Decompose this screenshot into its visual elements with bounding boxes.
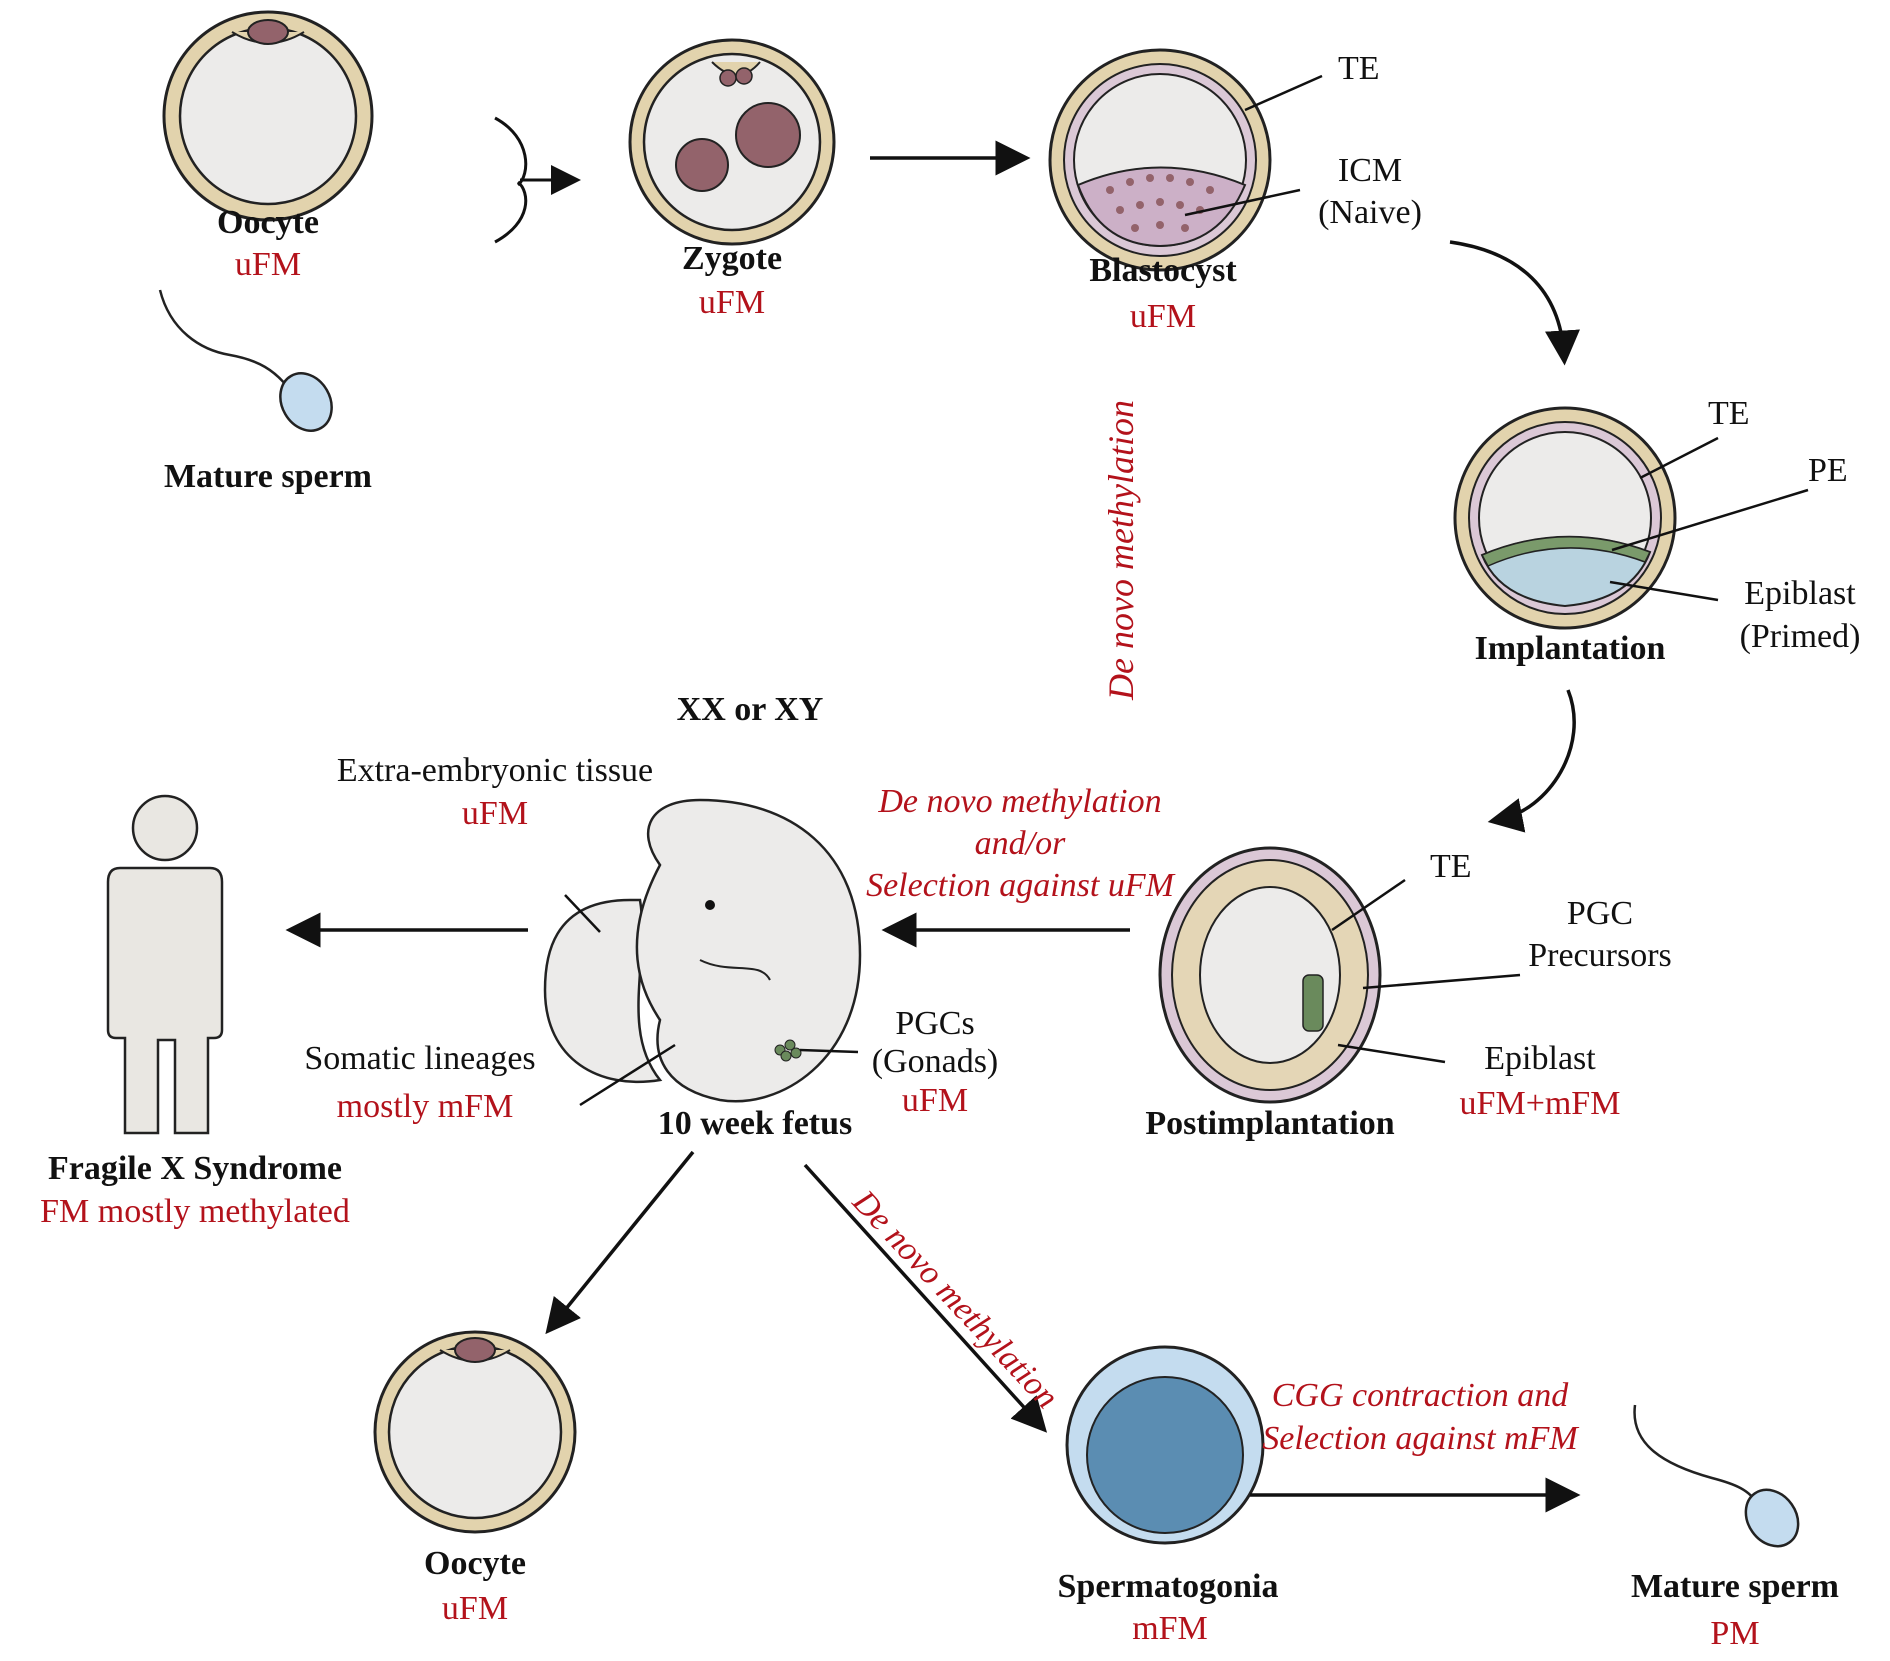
pgcs-line1: PGCs <box>895 1005 975 1042</box>
oocyte-top-illustration <box>162 10 374 222</box>
fertilization-arrow <box>494 116 581 244</box>
implantation-to-postimplantation-arrow <box>1487 689 1576 833</box>
epiblast-primed-line2: (Primed) <box>1739 618 1861 655</box>
epiblast-post-label: Epiblast <box>1484 1040 1596 1077</box>
fetus-to-spermatogonia-arrow <box>803 1163 1048 1433</box>
de-novo-mid-line1: De novo methylation <box>878 783 1162 820</box>
oocyte-bottom-label: Oocyte <box>424 1545 526 1582</box>
extra-embryonic-label: Extra-embryonic tissue <box>336 752 654 789</box>
blastocyst-label: Blastocyst <box>1089 252 1237 289</box>
icm-label-line1: ICM <box>1337 152 1403 189</box>
oocyte-top-label: Oocyte <box>217 204 319 241</box>
mature-sperm-top-label: Mature sperm <box>163 458 373 495</box>
te-post-label: TE <box>1430 848 1472 885</box>
fragile-x-label: Fragile X Syndrome <box>47 1150 342 1187</box>
oocyte-bottom-state: uFM <box>441 1590 509 1627</box>
epiblast-post-state: uFM+mFM <box>1459 1085 1621 1122</box>
pgc-precursors-line2: Precursors <box>1528 937 1672 974</box>
sperm-top-illustration <box>158 289 333 432</box>
te-implantation-label: TE <box>1708 395 1750 432</box>
implantation-illustration <box>1453 406 1809 630</box>
te-blastocyst-label: TE <box>1338 50 1380 87</box>
epiblast-primed-line1: Epiblast <box>1744 575 1856 612</box>
pgcs-state: uFM <box>901 1082 969 1119</box>
de-novo-mid-line3: Selection against uFM <box>866 867 1174 904</box>
spermatogonia-label: Spermatogonia <box>1057 1568 1279 1605</box>
blastocyst-state: uFM <box>1129 298 1197 335</box>
postimplantation-label: Postimplantation <box>1145 1105 1395 1142</box>
spermatogonia-state: mFM <box>1132 1610 1208 1647</box>
mature-sperm-bottom-label: Mature sperm <box>1630 1568 1840 1605</box>
cgg-line1: CGG contraction and <box>1271 1377 1569 1414</box>
extra-embryonic-state: uFM <box>461 795 529 832</box>
pe-label: PE <box>1808 452 1848 489</box>
spermatogonia-illustration <box>1065 1345 1265 1545</box>
somatic-state: mostly mFM <box>336 1088 514 1125</box>
cgg-line2: Selection against mFM <box>1262 1420 1578 1457</box>
mature-sperm-bottom-state: PM <box>1710 1615 1760 1652</box>
zygote-illustration <box>628 38 836 246</box>
pgcs-line2: (Gonads) <box>871 1043 999 1080</box>
blastocyst-illustration <box>1048 48 1323 272</box>
de-novo-vertical-label: De novo methylation <box>1101 400 1141 700</box>
somatic-lineages-label: Somatic lineages <box>304 1040 536 1077</box>
oocyte-top-state: uFM <box>234 246 302 283</box>
fragile-x-state: FM mostly methylated <box>40 1193 350 1230</box>
implantation-label: Implantation <box>1474 630 1666 667</box>
blastocyst-to-implantation-arrow <box>1449 240 1580 366</box>
de-novo-mid-line2: and/or <box>974 825 1066 862</box>
sperm-bottom-illustration <box>1633 1404 1800 1548</box>
zygote-state: uFM <box>698 284 766 321</box>
human-figure-illustration <box>106 794 224 1135</box>
ten-week-fetus-label: 10 week fetus <box>657 1105 853 1142</box>
xx-or-xy-label: XX or XY <box>676 691 824 728</box>
pgc-precursors-line1: PGC <box>1566 895 1634 932</box>
fetus-to-oocyte-arrow <box>545 1150 695 1335</box>
oocyte-bottom-illustration <box>373 1330 577 1534</box>
fetus-illustration <box>543 798 862 1107</box>
postimplantation-illustration <box>1158 846 1521 1104</box>
icm-label-line2: (Naive) <box>1318 194 1422 231</box>
zygote-label: Zygote <box>681 240 783 277</box>
